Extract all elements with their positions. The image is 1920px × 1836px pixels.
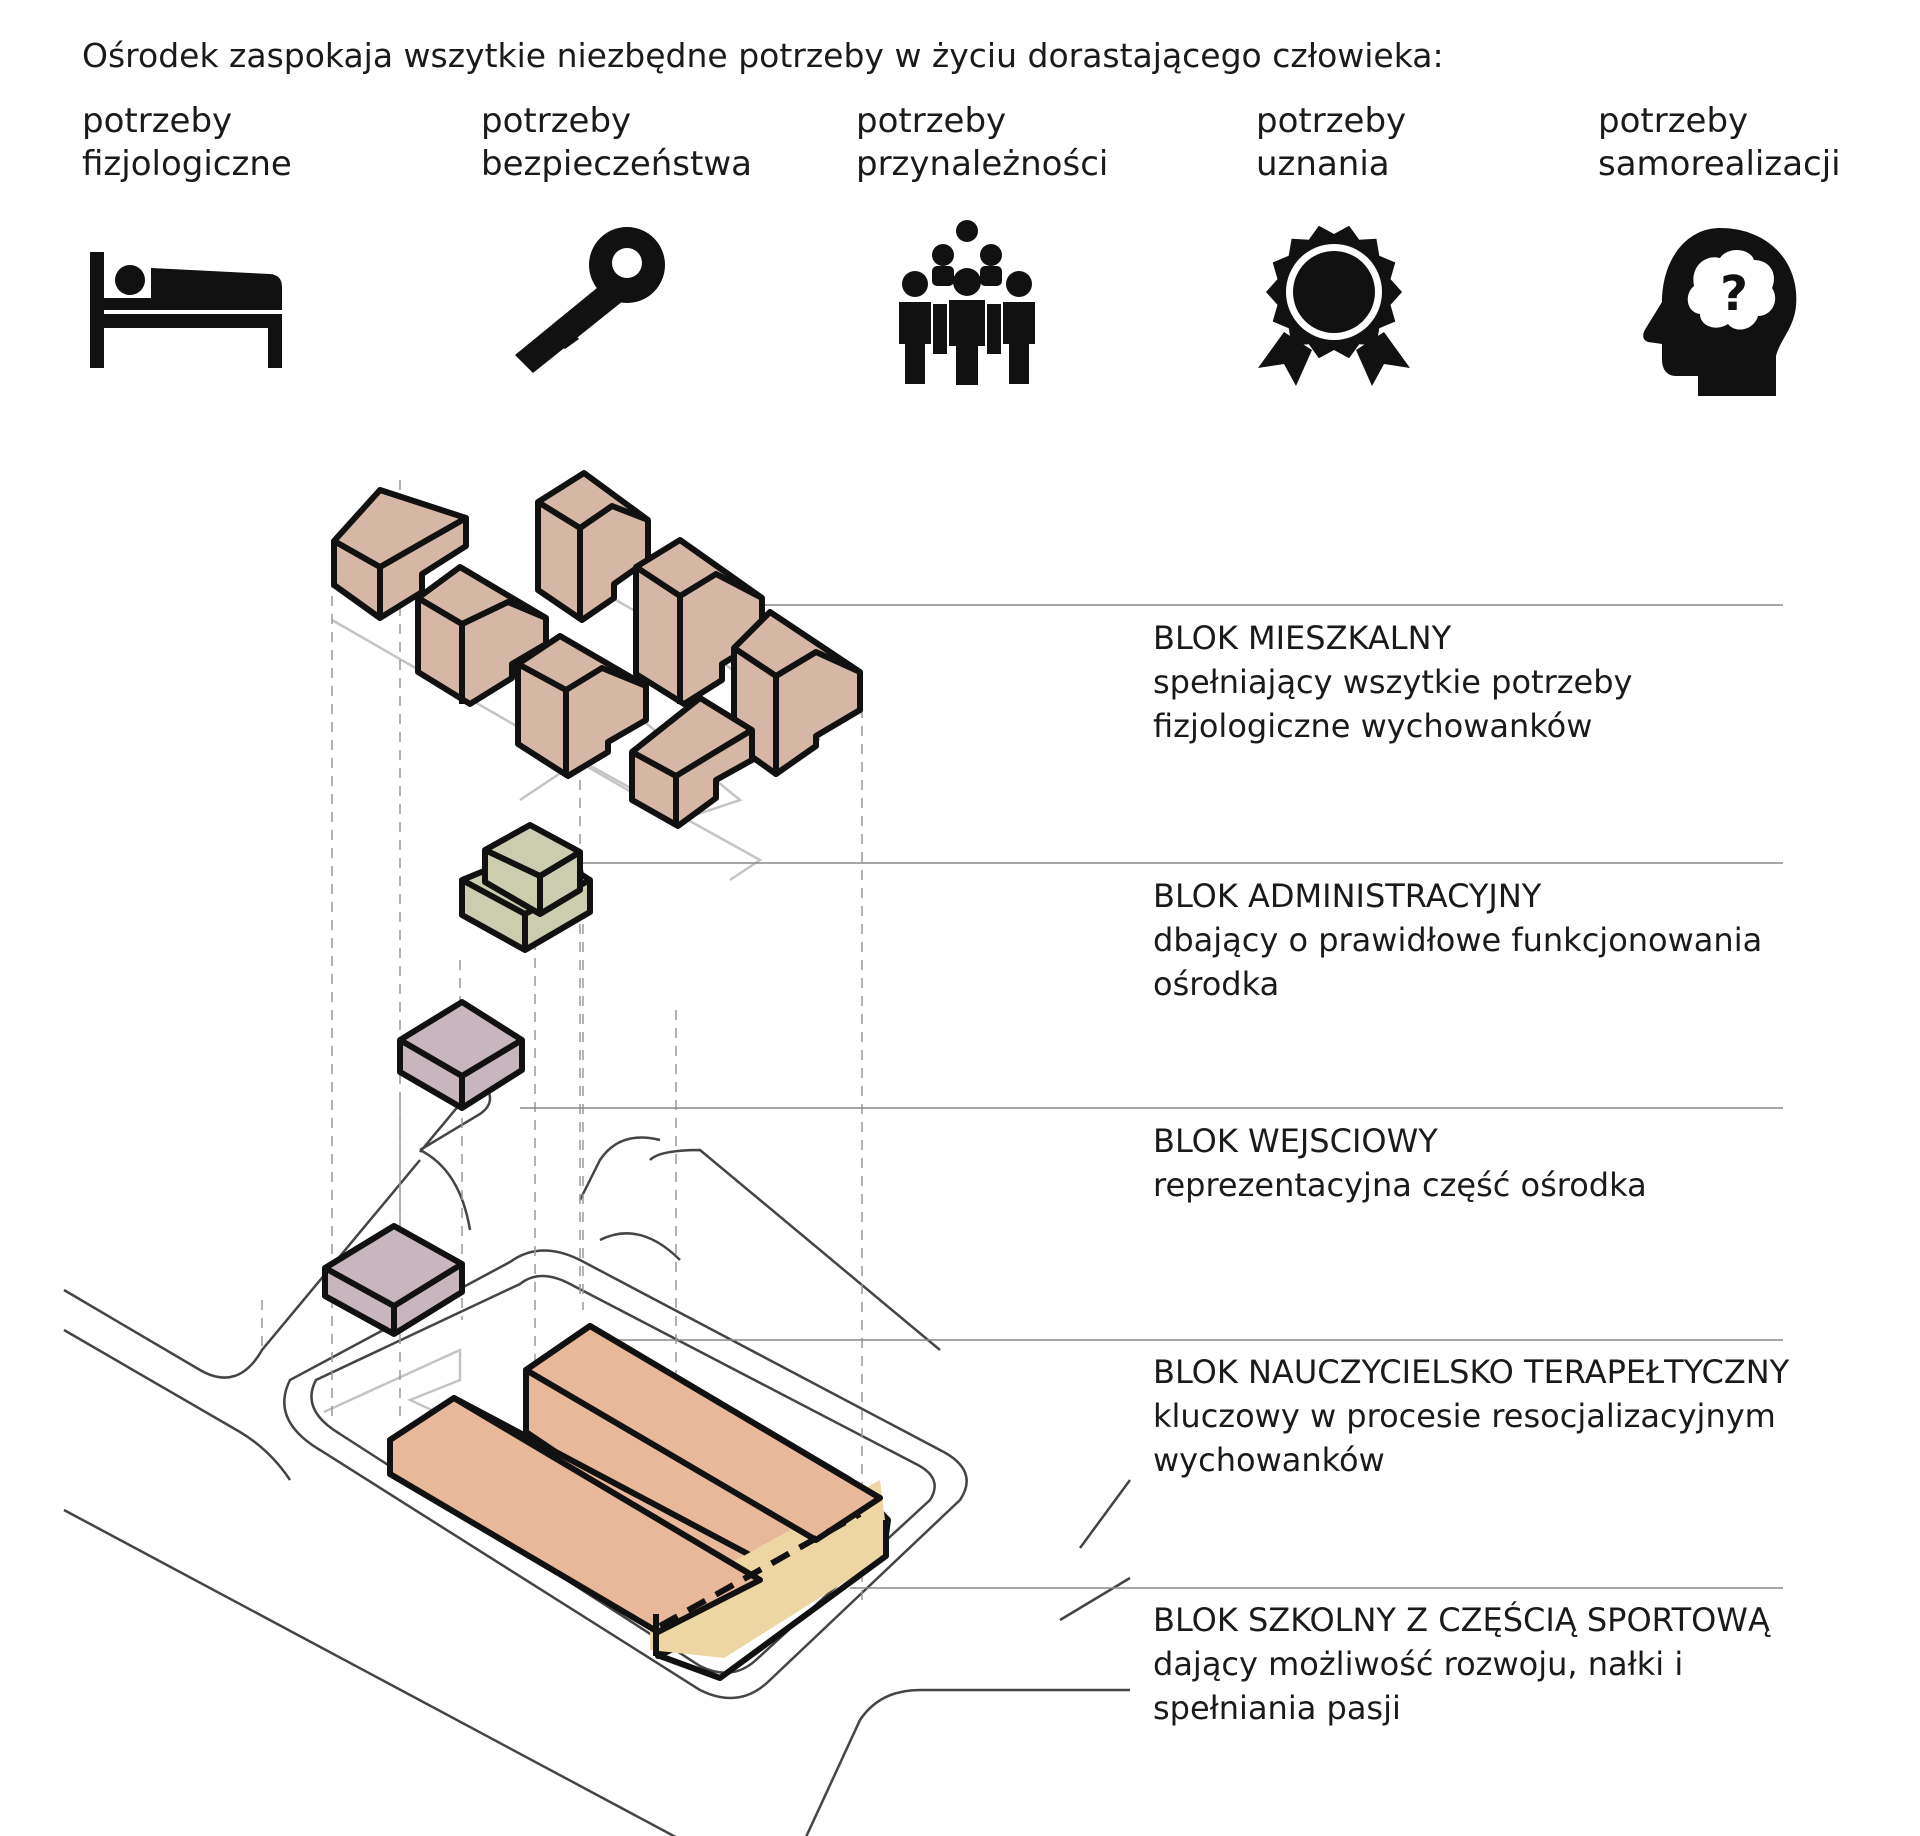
block-teacher-therapy-text: BLOK NAUCZYCIELSKO TERAPEŁTYCZNY kluczow…: [1153, 1350, 1789, 1482]
svg-text:?: ?: [1720, 266, 1748, 322]
group-of-people-icon: [897, 220, 1037, 385]
need-label-line: potrzeby: [1256, 101, 1407, 141]
award-medal-icon: [1254, 222, 1414, 392]
teacher-therapy-small-block: [322, 1223, 465, 1337]
block-description: ośrodka: [1153, 965, 1280, 1003]
street-network: [63, 1078, 1132, 1836]
main-building: [387, 1323, 891, 1681]
residential-block-houses: [331, 470, 863, 829]
block-description: dbający o prawidłowe funkcjonowania: [1153, 921, 1763, 959]
leader-lines: [520, 604, 1783, 1589]
need-label-line: fizjologiczne: [82, 144, 292, 184]
need-label-line: potrzeby: [1598, 101, 1749, 141]
block-description: spełniania pasji: [1153, 1689, 1401, 1727]
site-outline: [283, 1249, 968, 1700]
block-description: dający możliwość rozwoju, nałki i: [1153, 1645, 1684, 1683]
block-school-sport-text: BLOK SZKOLNY Z CZĘŚCIĄ SPORTOWĄ dający m…: [1153, 1598, 1770, 1730]
bed-icon: [88, 250, 288, 370]
need-label-line: potrzeby: [856, 101, 1007, 141]
intro-heading: Ośrodek zaspokaja wszytkie niezbędne pot…: [82, 36, 1444, 75]
house: [633, 537, 765, 707]
block-description: fizjologiczne wychowanków: [1153, 707, 1593, 745]
block-administrative-text: BLOK ADMINISTRACYJNY dbający o prawidłow…: [1153, 874, 1762, 1006]
need-label-line: potrzeby: [82, 101, 233, 141]
need-label-line: samorealizacji: [1598, 144, 1841, 184]
block-description: reprezentacyjna część ośrodka: [1153, 1166, 1647, 1204]
block-title: BLOK NAUCZYCIELSKO TERAPEŁTYCZNY: [1153, 1353, 1790, 1391]
need-label-line: bezpieczeństwa: [481, 144, 752, 184]
block-description: kluczowy w procesie resocjalizacyjnym: [1153, 1397, 1776, 1435]
house: [731, 609, 863, 777]
block-title: BLOK ADMINISTRACYJNY: [1153, 877, 1542, 915]
need-label-line: uznania: [1256, 144, 1390, 184]
block-title: BLOK WEJSCIOWY: [1153, 1122, 1438, 1160]
block-title: BLOK SZKOLNY Z CZĘŚCIĄ SPORTOWĄ: [1153, 1601, 1770, 1639]
head-brain-question-icon: ?: [1640, 226, 1800, 398]
house: [415, 564, 549, 707]
need-label-line: przynależności: [856, 144, 1109, 184]
need-label-line: potrzeby: [481, 101, 632, 141]
house: [535, 470, 651, 623]
block-description: wychowanków: [1153, 1441, 1385, 1479]
need-label-physiological: potrzeby fizjologiczne: [82, 100, 292, 186]
house: [629, 695, 755, 829]
house: [515, 633, 649, 779]
block-title: BLOK MIESZKALNY: [1153, 619, 1452, 657]
entrance-block: [397, 999, 525, 1111]
administrative-block: [459, 822, 593, 953]
house: [331, 487, 469, 621]
block-entrance-text: BLOK WEJSCIOWY reprezentacyjna część ośr…: [1153, 1119, 1647, 1207]
need-label-esteem: potrzeby uznania: [1256, 100, 1406, 186]
need-label-safety: potrzeby bezpieczeństwa: [481, 100, 752, 186]
need-label-belonging: potrzeby przynależności: [856, 100, 1108, 186]
key-icon: [515, 225, 675, 375]
block-residential-text: BLOK MIESZKALNY spełniający wszytkie pot…: [1153, 616, 1632, 748]
block-description: spełniający wszytkie potrzeby: [1153, 663, 1633, 701]
need-label-self-actualization: potrzeby samorealizacji: [1598, 100, 1841, 186]
